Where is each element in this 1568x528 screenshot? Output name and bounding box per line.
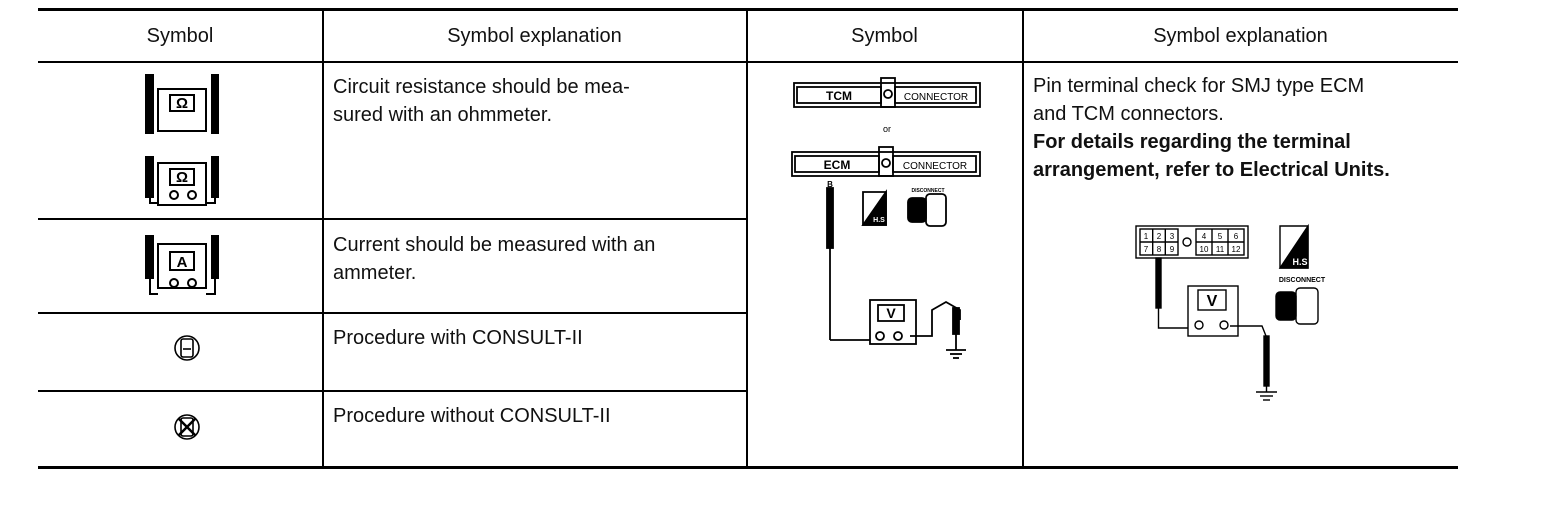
ohm-symbol: Ω	[176, 169, 188, 186]
explanation-line: sured with an ohmmeter.	[333, 104, 552, 126]
column-divider	[1022, 10, 1024, 467]
explanation-line: Procedure without CONSULT-II	[333, 405, 611, 427]
or-label: or	[883, 124, 891, 134]
pin-number: 4	[1202, 232, 1207, 241]
pin-number: 5	[1218, 232, 1223, 241]
pin-number: 9	[1170, 245, 1175, 254]
header-symbol-explanation: Symbol explanation	[1153, 24, 1328, 47]
row-divider	[38, 218, 747, 220]
ammeter-symbol: A	[177, 254, 188, 271]
pin-number: 7	[1144, 245, 1149, 254]
explanation-consult: Procedure with CONSULT-II	[333, 324, 583, 352]
meter-label: V	[886, 305, 896, 321]
column-divider	[322, 10, 324, 467]
pin-number: 12	[1232, 245, 1241, 254]
table-top-rule	[38, 8, 1458, 11]
explanation-no-consult: Procedure without CONSULT-II	[333, 402, 611, 430]
ecm-label: ECM	[824, 158, 851, 172]
pin-number: 2	[1157, 232, 1162, 241]
header-symbol-explanation: Symbol explanation	[447, 24, 622, 47]
explanation-line: Circuit resistance should be mea-	[333, 76, 630, 98]
explanation-line: ammeter.	[333, 262, 417, 284]
explanation-line: Pin terminal check for SMJ type ECM	[1033, 75, 1365, 97]
explanation-ammeter: Current should be measured with an ammet…	[333, 231, 655, 287]
explanation-line: Current should be measured with an	[333, 234, 656, 256]
table-bottom-rule	[38, 466, 1458, 469]
explanation-ohmmeter: Circuit resistance should be mea- sured …	[333, 73, 630, 129]
ohm-symbol: Ω	[176, 95, 188, 112]
pin-number: 10	[1200, 245, 1209, 254]
no-consult-ii-icon	[174, 414, 200, 440]
pin-number: 11	[1216, 245, 1225, 254]
row-divider	[38, 390, 747, 392]
pin-number: 1	[1144, 232, 1149, 241]
hs-label: H.S	[873, 217, 885, 224]
hs-label: H.S	[1292, 257, 1307, 267]
connector-check-diagram: TCM CONNECTOR or ECM CONNECTOR B DISCONN…	[791, 77, 981, 359]
column-divider	[746, 10, 748, 467]
header-symbol: Symbol	[851, 24, 918, 47]
disconnect-label: DISCONNECT	[1279, 277, 1326, 284]
pin-number: 3	[1170, 232, 1175, 241]
explanation-line-bold: arrangement, refer to Electrical Units.	[1033, 159, 1390, 181]
pin-number: 6	[1234, 232, 1239, 241]
row-divider	[38, 312, 747, 314]
header-symbol: Symbol	[146, 24, 214, 47]
consult-ii-icon	[174, 335, 200, 361]
ammeter-icon: A	[145, 235, 219, 295]
explanation-line: Procedure with CONSULT-II	[333, 327, 583, 349]
connector-label: CONNECTOR	[904, 92, 968, 103]
disconnect-label: DISCONNECT	[911, 188, 944, 194]
probe-label: B	[827, 180, 833, 189]
ohmmeter-icon: Ω Ω	[145, 74, 219, 206]
pin-check-explanation: Pin terminal check for SMJ type ECM and …	[1033, 72, 1390, 184]
explanation-line-bold: For details regarding the terminal	[1033, 131, 1351, 153]
header-bottom-rule	[38, 61, 1458, 63]
meter-label: V	[1207, 293, 1218, 310]
connector-label: CONNECTOR	[903, 161, 967, 172]
pin-terminal-diagram: 1 2 3 7 8 9 4 5 6 10 11 12 H.S DISCONNEC…	[1135, 223, 1326, 401]
explanation-line: and TCM connectors.	[1033, 103, 1224, 125]
tcm-label: TCM	[826, 89, 852, 103]
pin-number: 8	[1157, 245, 1162, 254]
